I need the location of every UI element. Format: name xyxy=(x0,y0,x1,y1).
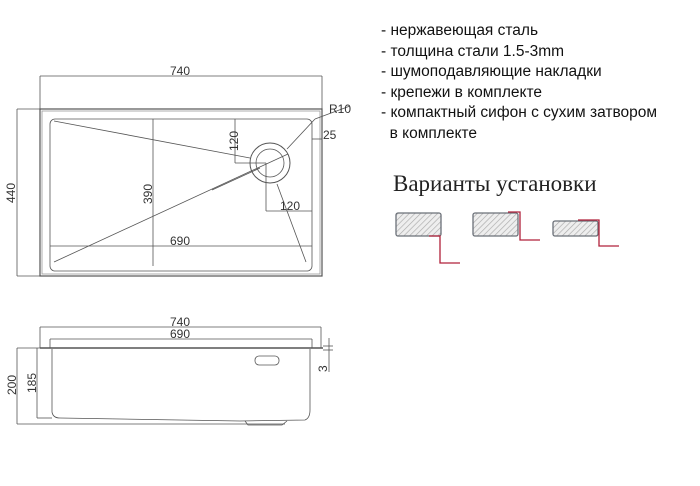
side-view-dimensions: 740 690 200 185 3 xyxy=(5,315,330,395)
install-variants-heading: Варианты установки xyxy=(393,171,597,196)
dim-drain-x: 120 xyxy=(280,199,300,213)
dim-thickness: 3 xyxy=(316,365,330,372)
dim-drain-y: 120 xyxy=(227,131,241,151)
dim-side-bowl-width: 690 xyxy=(170,327,190,341)
variant-flush xyxy=(472,211,540,241)
variant-undermount xyxy=(395,212,460,264)
dim-rim: 25 xyxy=(323,128,337,142)
dim-radius: R10 xyxy=(329,102,351,116)
feature-item: - нержавеющая сталь xyxy=(381,22,539,39)
dim-width: 740 xyxy=(170,64,190,78)
top-view-dimensions: 740 440 690 390 120 120 R10 25 xyxy=(4,64,351,248)
dim-side-width: 740 xyxy=(170,315,190,329)
dim-bowl-height: 185 xyxy=(25,373,39,393)
feature-item: - шумоподавляющие накладки xyxy=(381,63,602,80)
install-variants xyxy=(395,211,619,264)
dim-bowl-width: 690 xyxy=(170,234,190,248)
feature-item: - компактный сифон с сухим затвором xyxy=(381,104,658,121)
feature-item: - толщина стали 1.5-3mm xyxy=(381,42,565,60)
feature-item: в комплекте xyxy=(381,124,477,142)
feature-item: - крепежи в комплекте xyxy=(381,83,542,101)
dim-depth: 440 xyxy=(4,183,18,203)
feature-list: - нержавеющая сталь - толщина стали 1.5-… xyxy=(381,21,657,144)
variant-overmount xyxy=(552,219,619,247)
dim-height: 200 xyxy=(5,375,19,395)
top-view xyxy=(16,75,351,277)
dim-bowl-depth: 390 xyxy=(141,184,155,204)
side-view xyxy=(16,326,333,426)
